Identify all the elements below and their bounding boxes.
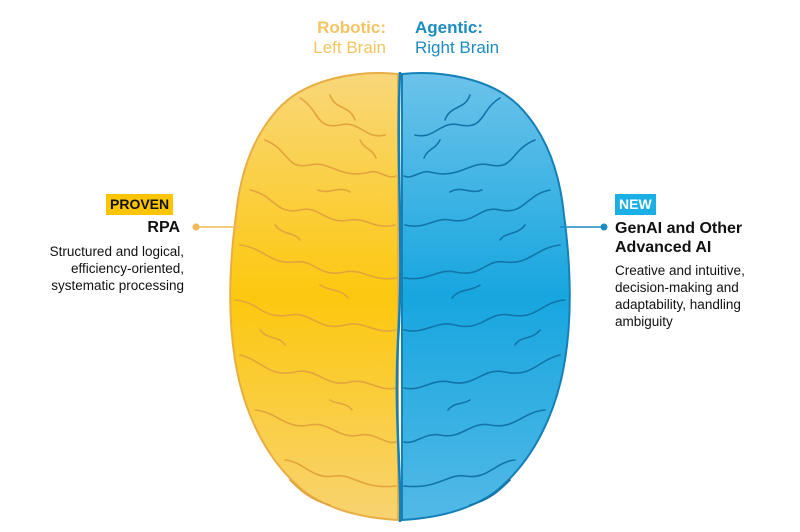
new-badge: NEW bbox=[615, 194, 656, 215]
genai-heading: GenAI and Other Advanced AI bbox=[615, 220, 743, 256]
rpa-heading: RPA bbox=[147, 219, 180, 236]
connector-left bbox=[192, 223, 240, 231]
left-brain-title: Robotic: Left Brain bbox=[306, 18, 386, 58]
right-subtitle-label: Right Brain bbox=[415, 38, 500, 57]
right-gyri bbox=[403, 94, 566, 506]
longitudinal-fissure bbox=[395, 71, 402, 523]
left-gyri bbox=[234, 94, 397, 506]
rpa-description: Structured and logical, efficiency-orien… bbox=[49, 244, 184, 293]
left-hemisphere bbox=[229, 72, 399, 522]
left-subtitle-label: Left Brain bbox=[313, 38, 386, 57]
genai-description: Creative and intuitive, decision-making … bbox=[615, 263, 745, 329]
right-brain-title: Agentic: Right Brain bbox=[415, 18, 535, 58]
right-title-label: Agentic: bbox=[415, 18, 483, 37]
left-title-label: Robotic: bbox=[317, 18, 386, 37]
connector-right bbox=[560, 223, 608, 231]
right-hemisphere bbox=[401, 72, 571, 522]
proven-badge: PROVEN bbox=[106, 194, 174, 215]
